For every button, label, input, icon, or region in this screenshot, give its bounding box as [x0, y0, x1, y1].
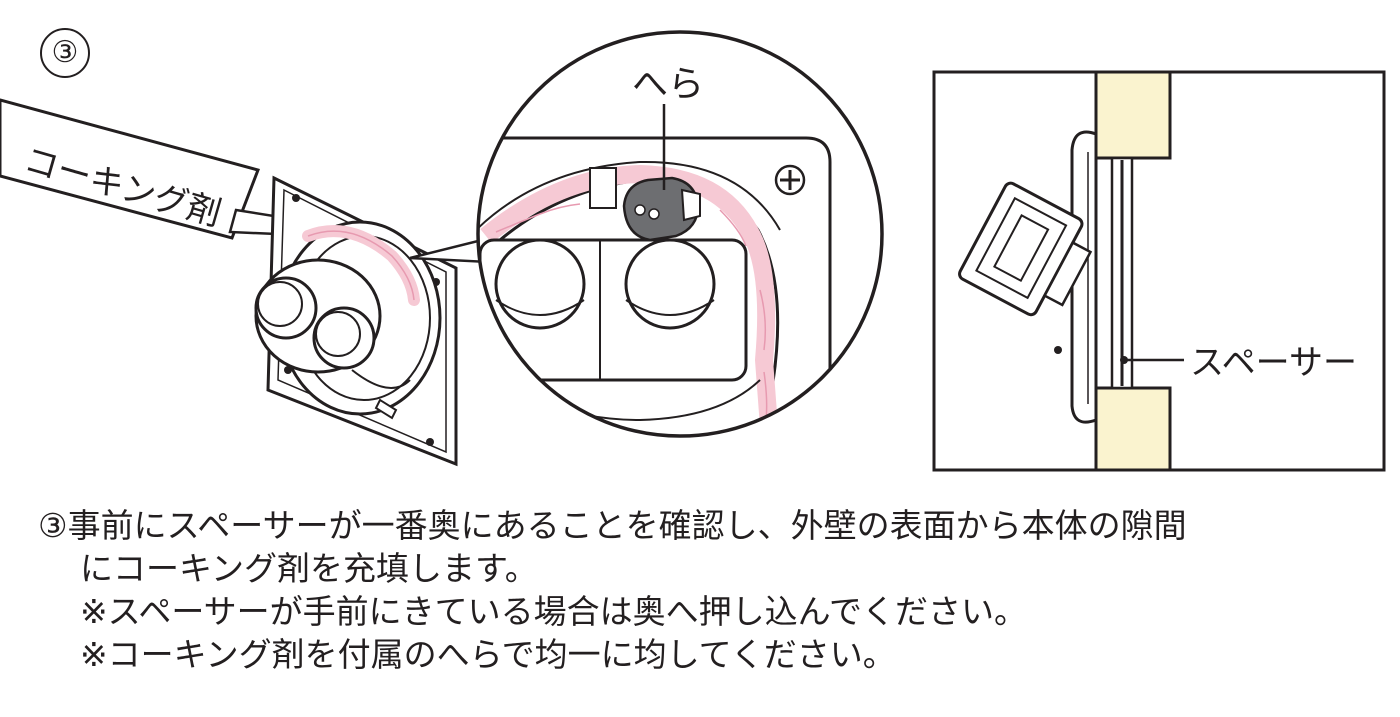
wall-lower: [1094, 386, 1172, 472]
cross-section-view: [932, 70, 1386, 472]
instruction-note-2: ※コーキング剤を付属のへらで均一に均してください。: [80, 635, 896, 674]
instruction-note-1: ※スペーサーが手前にきている場合は奥へ押し込んでください。: [80, 592, 1028, 631]
instruction-line-1: ③事前にスペーサーが一番奥にあることを確認し、外壁の表面から本体の隙間: [38, 506, 1187, 545]
spacer-label: スペーサー: [1190, 343, 1357, 383]
wall-upper: [1094, 70, 1172, 160]
zoom-circle: [476, 30, 884, 438]
instruction-line-2: にコーキング剤を充填します。: [80, 549, 538, 588]
spatula-label: へら: [632, 64, 704, 105]
spatula-tool: [622, 176, 701, 242]
step-number-badge: ③: [40, 28, 90, 78]
outlet-plate: [254, 175, 458, 467]
instruction-text: ③事前にスペーサーが一番奥にあることを確認し、外壁の表面から本体の隙間 にコーキ…: [38, 504, 1378, 676]
illustration: コーキング剤: [0, 30, 1386, 472]
